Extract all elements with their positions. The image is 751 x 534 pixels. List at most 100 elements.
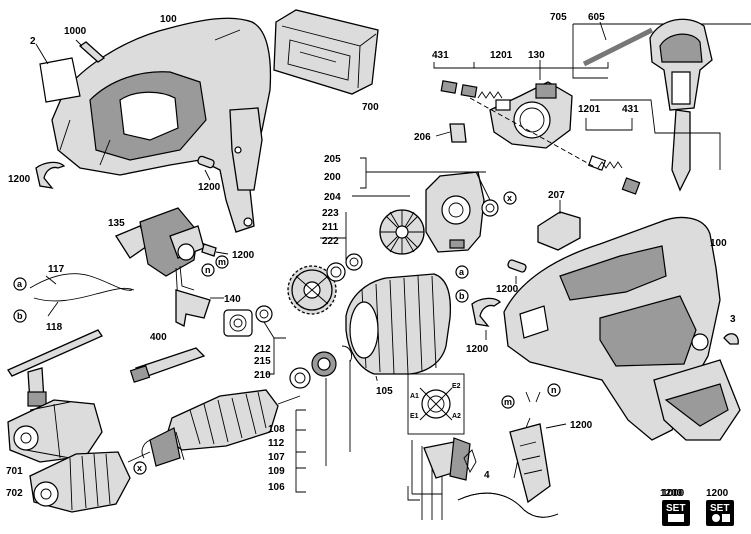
label-part-2: 2	[30, 36, 36, 47]
svg-text:n: n	[205, 265, 211, 275]
trigger-switch	[115, 207, 205, 305]
switch-screw	[201, 243, 217, 257]
chuck-key	[7, 329, 103, 407]
keyed-chuck	[7, 399, 103, 463]
label-part-100-top: 100	[160, 14, 177, 25]
label-part-1200-handle: 1200	[466, 344, 489, 355]
terminal-e1: E1	[410, 413, 419, 420]
set-text-1000: SET	[666, 503, 685, 514]
label-part-3: 3	[730, 314, 736, 325]
label-part-212: 212	[254, 344, 271, 355]
label-part-1201-top: 1201	[490, 50, 513, 61]
svg-text:x: x	[507, 193, 512, 203]
thrust-washer	[481, 199, 499, 217]
set-number-1000: 1000	[662, 488, 685, 499]
label-part-1200-side: 1200	[660, 488, 683, 499]
svg-text:a: a	[17, 279, 23, 289]
label-part-400: 400	[150, 332, 167, 343]
label-part-705: 705	[550, 12, 567, 23]
label-part-106: 106	[268, 482, 285, 493]
connector-b-mid: b	[455, 289, 469, 303]
connector-m-bottom: m	[501, 395, 515, 409]
gearbox-bearing-plate	[425, 171, 485, 253]
side-handle-clip	[723, 333, 739, 345]
depth-rod	[582, 27, 654, 67]
label-part-207: 207	[548, 190, 565, 201]
cooling-fan	[379, 209, 425, 255]
housing-right-half	[503, 216, 741, 441]
housing-screw	[75, 39, 106, 63]
label-part-130: 130	[528, 50, 545, 61]
label-part-140: 140	[224, 294, 241, 305]
label-part-1200-plug: 1200	[570, 420, 593, 431]
gear-retaining-ring	[326, 262, 346, 282]
label-part-701: 701	[6, 466, 23, 477]
label-part-206: 206	[414, 132, 431, 143]
label-part-431-left: 431	[432, 50, 449, 61]
spindle-washer	[255, 305, 273, 323]
connector-x-armature: x	[133, 461, 147, 475]
label-part-1200-left: 1200	[8, 174, 31, 185]
connector-a-mid: a	[455, 265, 469, 279]
set-text-1200: SET	[710, 503, 729, 514]
gear-washer	[345, 253, 363, 271]
svg-text:b: b	[17, 311, 23, 321]
connector-n-top: n	[201, 263, 215, 277]
side-handle-auxiliary	[649, 18, 713, 192]
keyless-chuck	[29, 451, 131, 513]
label-part-109: 109	[268, 466, 285, 477]
body-pin	[507, 259, 527, 273]
label-part-105: 105	[376, 386, 393, 397]
wiring-schematic	[407, 373, 477, 520]
label-part-1200-mid: 1200	[198, 182, 221, 193]
set-number-1200: 1200	[706, 488, 729, 499]
svg-text:x: x	[137, 463, 142, 473]
set-badge-1000	[662, 500, 690, 526]
spindle-bearing	[223, 309, 253, 337]
label-part-112: 112	[268, 438, 285, 449]
label-part-205: 205	[324, 154, 341, 165]
wire-117	[29, 273, 133, 291]
label-part-107: 107	[268, 452, 285, 463]
terminal-a2: A2	[452, 413, 461, 420]
svg-text:n: n	[551, 385, 557, 395]
bearing-clip	[341, 345, 353, 363]
label-part-117: 117	[48, 264, 65, 275]
brush-cover-207	[537, 211, 581, 251]
label-part-702: 702	[6, 488, 23, 499]
carrying-case	[273, 9, 379, 95]
armature-bearing-108	[289, 367, 311, 389]
label-part-200: 200	[324, 172, 341, 183]
label-part-135: 135	[108, 218, 125, 229]
svg-text:m: m	[218, 257, 226, 267]
spindle	[129, 347, 206, 383]
label-part-1000: 1000	[64, 26, 87, 37]
brush-clip	[449, 123, 467, 143]
field-stator	[345, 273, 452, 375]
spring-clip-left	[35, 161, 66, 189]
connector-a-left: a	[13, 277, 27, 291]
label-part-215: 215	[254, 356, 271, 367]
svg-text:b: b	[459, 291, 465, 301]
connector-m-top: m	[215, 255, 229, 269]
label-part-100-right: 100	[710, 238, 727, 249]
label-part-605: 605	[588, 12, 605, 23]
housing-clip	[471, 297, 502, 327]
set-badge-1200	[706, 500, 734, 526]
brush-spring-left	[477, 91, 503, 99]
connector-b-left: b	[13, 309, 27, 323]
carbon-brush-left	[440, 80, 458, 94]
nameplate	[39, 57, 81, 103]
wire-118	[33, 287, 135, 302]
label-part-210: 210	[254, 370, 271, 381]
label-part-211: 211	[322, 222, 339, 233]
label-part-1200-switch: 1200	[232, 250, 255, 261]
housing-left-half	[51, 17, 272, 233]
label-part-1201-right: 1201	[578, 104, 601, 115]
dowel-pin	[197, 155, 215, 169]
label-part-431-right: 431	[622, 104, 639, 115]
svg-text:m: m	[504, 397, 512, 407]
terminal-e2: E2	[452, 383, 461, 390]
carbon-brush-right	[621, 177, 641, 195]
